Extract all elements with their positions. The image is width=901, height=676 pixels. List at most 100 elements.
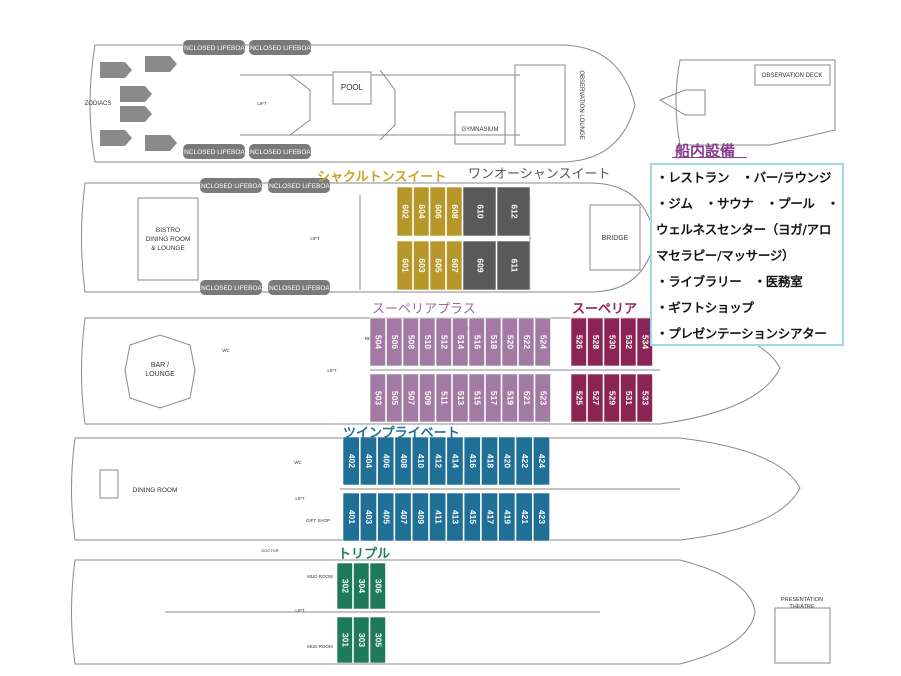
cabin[interactable] [518, 373, 535, 423]
cabin[interactable] [377, 436, 395, 486]
cabin[interactable] [396, 186, 413, 237]
cabin[interactable] [501, 373, 518, 423]
cabin[interactable] [369, 562, 386, 610]
bistro-lounge-label: & LOUNGE [151, 245, 185, 252]
cabin[interactable] [518, 317, 535, 367]
cabin[interactable] [429, 240, 446, 291]
cabin[interactable] [435, 373, 452, 423]
cabin[interactable] [429, 186, 446, 237]
cabin-number: 608 [450, 204, 460, 218]
cabin[interactable] [463, 436, 481, 486]
facility-line: ・ジム ・サウナ ・プール ・ [656, 196, 840, 211]
cabin[interactable] [485, 317, 502, 367]
cabin[interactable] [396, 240, 413, 291]
cabin[interactable] [336, 616, 353, 664]
cabin-number: 421 [520, 510, 530, 524]
cabin[interactable] [468, 317, 485, 367]
cabin[interactable] [587, 373, 604, 423]
lifeboat [268, 280, 330, 295]
cabin-number: 504 [374, 335, 384, 349]
cabin-number: 401 [347, 510, 357, 524]
cabin[interactable] [446, 240, 463, 291]
cabin[interactable] [369, 317, 386, 367]
theatre-label: THEATRE [789, 604, 815, 610]
cabin[interactable] [411, 492, 429, 542]
cabin[interactable] [446, 436, 464, 486]
cabin[interactable] [429, 492, 447, 542]
cabin[interactable] [411, 436, 429, 486]
lifeboat [200, 178, 262, 193]
cabin[interactable] [532, 436, 550, 486]
cabin[interactable] [534, 373, 551, 423]
cabin[interactable] [485, 373, 502, 423]
cabin[interactable] [587, 317, 604, 367]
cabin[interactable] [342, 492, 360, 542]
cabin[interactable] [386, 317, 403, 367]
zodiac-icon [120, 106, 152, 122]
cabin[interactable] [603, 317, 620, 367]
cabin[interactable] [570, 317, 587, 367]
zodiacs-group [100, 56, 177, 151]
facilities-title: 船内設備 [675, 142, 736, 160]
cabin[interactable] [462, 186, 497, 237]
cabin[interactable] [369, 616, 386, 664]
cabin[interactable] [570, 373, 587, 423]
cabin-number: 414 [451, 454, 461, 468]
cabin-number: 518 [489, 335, 499, 349]
cabin[interactable] [353, 616, 370, 664]
cabin-number: 605 [434, 258, 444, 272]
cabin[interactable] [515, 436, 533, 486]
lifeboat [200, 280, 262, 295]
cabin[interactable] [498, 436, 516, 486]
cabin[interactable] [496, 186, 531, 237]
cabin[interactable] [481, 492, 498, 542]
cabin[interactable] [515, 492, 533, 542]
cabin[interactable] [342, 436, 360, 486]
cabin[interactable] [369, 373, 386, 423]
cabin[interactable] [413, 186, 430, 237]
cabin-number: 507 [407, 391, 417, 405]
cabin[interactable] [413, 240, 430, 291]
cabin[interactable] [498, 492, 516, 542]
cabin[interactable] [429, 436, 447, 486]
cabin[interactable] [353, 562, 370, 610]
cabin[interactable] [336, 562, 353, 610]
bar-label: BAR / [151, 362, 169, 369]
cabin[interactable] [359, 492, 377, 542]
cabin[interactable] [419, 317, 436, 367]
cabin-number: 417 [485, 510, 495, 524]
cabin[interactable] [636, 373, 653, 423]
cabin[interactable] [419, 373, 436, 423]
cabin[interactable] [603, 373, 620, 423]
cabin[interactable] [452, 373, 469, 423]
cabin[interactable] [534, 317, 551, 367]
cabin-number: 533 [641, 391, 651, 405]
cabin[interactable] [446, 492, 464, 542]
lifeboat-label: ENCLOSED LIFEBOAT [180, 149, 249, 156]
cabin[interactable] [532, 492, 550, 542]
lift-label: LIFT [295, 496, 305, 501]
cabin[interactable] [462, 240, 497, 291]
cabin[interactable] [452, 317, 469, 367]
cabin[interactable] [496, 240, 531, 291]
cabin[interactable] [359, 436, 377, 486]
cabin[interactable] [463, 492, 481, 542]
cabin[interactable] [481, 436, 498, 486]
cabin[interactable] [394, 492, 412, 542]
cabin[interactable] [394, 436, 412, 486]
cabin[interactable] [620, 373, 637, 423]
cabin[interactable] [446, 186, 463, 237]
cabin[interactable] [620, 317, 637, 367]
twin-private-label: ツインプライベート [343, 425, 460, 440]
cabin[interactable] [377, 492, 395, 542]
cabin[interactable] [435, 317, 452, 367]
cabin[interactable] [402, 317, 419, 367]
cabin-number: 527 [591, 391, 601, 405]
cabin-number: 409 [416, 510, 426, 524]
cabin[interactable] [501, 317, 518, 367]
lifeboat-label: ENCLOSED LIFEBOAT [180, 45, 249, 52]
cabin[interactable] [468, 373, 485, 423]
cabin-number: 406 [382, 454, 392, 468]
cabin[interactable] [402, 373, 419, 423]
cabin[interactable] [386, 373, 403, 423]
